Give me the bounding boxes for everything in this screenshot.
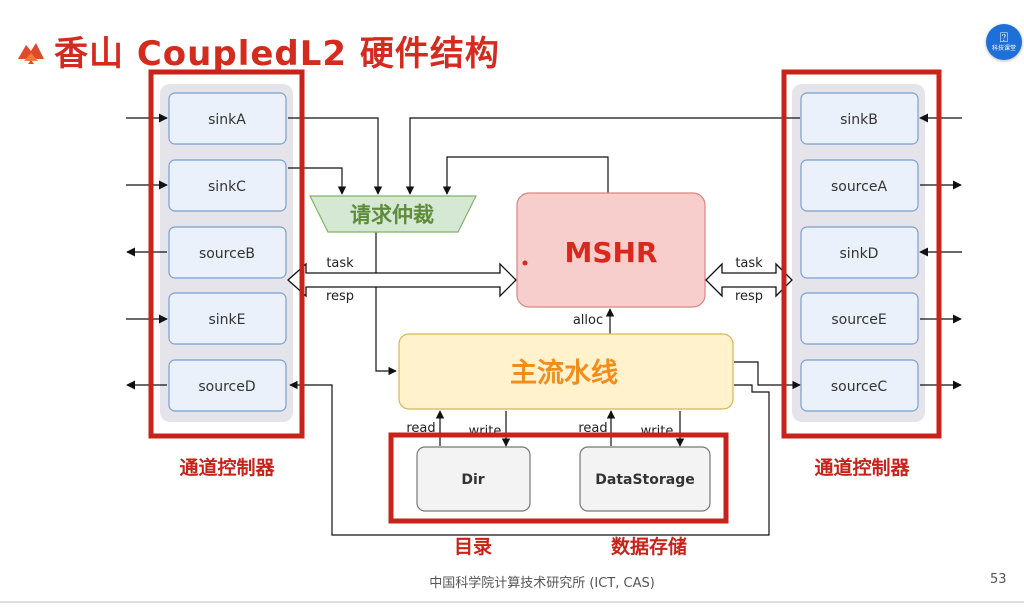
left-group-label: 通道控制器: [179, 456, 275, 479]
label-read-dir: read: [406, 421, 435, 436]
channel-box-sourceC[interactable]: [800, 359, 919, 412]
conn-sinkB-arbiter: [405, 117, 800, 195]
task-resp-arrow-right: [705, 262, 793, 298]
conn-pipeline-sourceC: [734, 361, 801, 390]
label-task-right: task: [735, 256, 763, 271]
label-task-left: task: [326, 256, 354, 271]
channel-label-sinkC: sinkC: [208, 179, 246, 195]
mshr-block[interactable]: [516, 192, 706, 308]
channel-label-sourceB: sourceB: [199, 246, 255, 262]
bottom-divider: [0, 601, 1024, 603]
right-group-label: 通道控制器: [814, 456, 910, 479]
conn-sinkC-arbiter: [288, 167, 347, 195]
slide-title: 香山 CoupledL2 硬件结构: [54, 34, 500, 74]
channel-box-sourceB[interactable]: [168, 226, 287, 279]
task-resp-arrow-left: [287, 262, 517, 298]
footer-institution: 中国科学院计算技术研究所 (ICT, CAS): [429, 576, 655, 591]
dir-block[interactable]: [416, 446, 531, 512]
pipeline-label: 主流水线: [510, 358, 618, 389]
channel-box-sinkD[interactable]: [800, 226, 919, 279]
label-alloc: alloc: [573, 313, 603, 328]
datastorage-label: DataStorage: [595, 472, 694, 488]
page-number: 53: [990, 572, 1007, 587]
conn-pipeline-sourceD: [289, 380, 770, 536]
storage-highlight-box: [388, 432, 729, 524]
channel-label-sinkE: sinkE: [208, 312, 245, 328]
pointer-dot: [522, 260, 528, 266]
datastorage-caption: 数据存储: [611, 535, 687, 558]
channel-label-sourceD: sourceD: [198, 379, 255, 395]
channel-label-sinkA: sinkA: [208, 112, 246, 128]
classroom-badge-text: 科技课堂: [991, 45, 1016, 52]
slide-header: 香山 CoupledL2 硬件结构: [16, 26, 500, 75]
left-highlight-box: [148, 69, 305, 439]
channel-box-sinkC[interactable]: [168, 159, 287, 212]
arbiter-label: 请求仲裁: [350, 203, 434, 227]
label-read-ds: read: [578, 421, 607, 436]
mountain-logo-icon: [18, 42, 44, 64]
channel-box-sourceE[interactable]: [800, 292, 919, 345]
datastorage-block[interactable]: [579, 446, 711, 512]
pipeline-block[interactable]: [398, 333, 734, 410]
label-resp-left: resp: [326, 289, 354, 304]
channel-label-sourceC: sourceC: [831, 379, 887, 395]
channel-box-sinkE[interactable]: [168, 292, 287, 345]
channel-label-sinkB: sinkB: [840, 112, 878, 128]
conn-sinkA-arbiter: [288, 117, 383, 195]
conn-arbiter-pipeline: [375, 232, 397, 376]
arbiter-block[interactable]: [309, 195, 477, 233]
channel-box-sourceA[interactable]: [800, 159, 919, 212]
channel-label-sourceA: sourceA: [831, 179, 887, 195]
dir-label: Dir: [461, 472, 484, 488]
channel-box-sinkB[interactable]: [800, 92, 919, 145]
label-resp-right: resp: [735, 289, 763, 304]
classroom-badge-icon[interactable]: ⍰ 科技课堂: [986, 24, 1022, 60]
channel-box-sinkA[interactable]: [168, 92, 287, 145]
channel-label-sinkD: sinkD: [840, 246, 879, 262]
channel-box-sourceD[interactable]: [168, 359, 287, 412]
dir-caption: 目录: [454, 536, 492, 558]
conn-mshr-arbiter: [442, 156, 609, 195]
channel-label-sourceE: sourceE: [831, 312, 886, 328]
mshr-label: MSHR: [564, 236, 657, 269]
right-highlight-box: [781, 69, 942, 439]
